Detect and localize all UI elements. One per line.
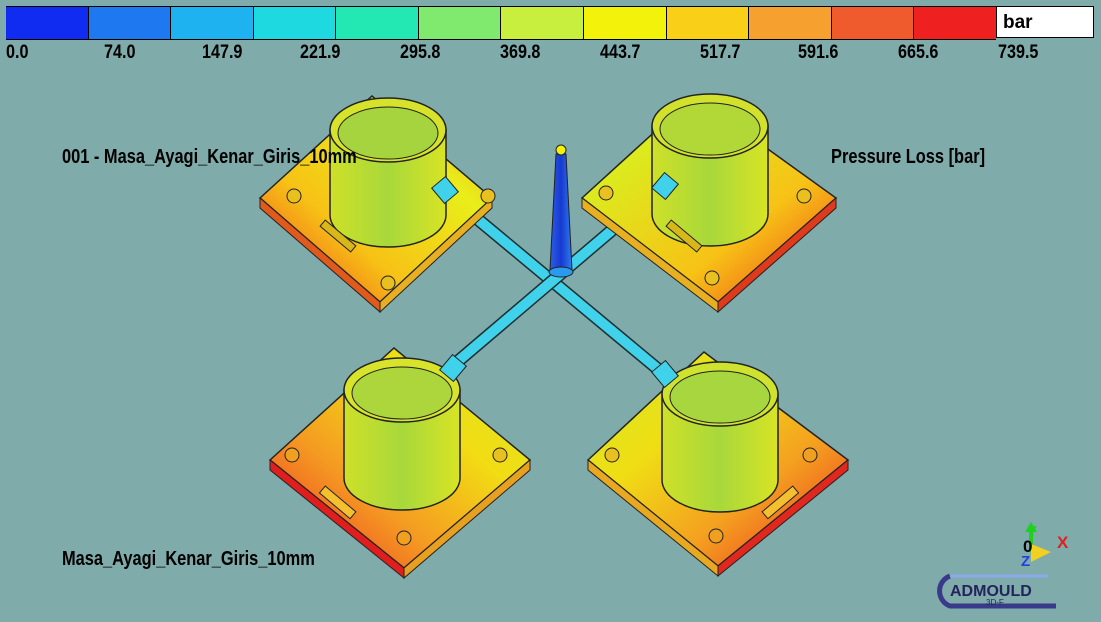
color-scale-tick: 295.8 — [400, 42, 441, 63]
part-top-right — [580, 93, 838, 314]
color-scale-segment — [418, 7, 502, 39]
color-scale-tick: 665.6 — [898, 42, 939, 63]
color-scale-segment — [88, 7, 172, 39]
admould-logo: ADMOULD 3D-F — [937, 573, 1056, 609]
axis-triad: Y X 0 Z — [1021, 522, 1069, 570]
color-scale-tick: 221.9 — [300, 42, 341, 63]
color-scale-segment — [171, 7, 254, 39]
part-bottom-right — [586, 351, 850, 578]
unit-label: bar — [1003, 12, 1033, 33]
color-scale-tick: 591.6 — [798, 42, 839, 63]
color-scale-segment — [253, 7, 337, 39]
color-scale-tick: 443.7 — [600, 42, 641, 63]
part-top-left — [258, 95, 496, 314]
color-scale-tick: 74.0 — [104, 42, 136, 63]
color-scale-segment — [831, 7, 915, 39]
color-scale-segment — [749, 7, 832, 39]
color-scale-segment — [6, 7, 89, 39]
color-scale-tick: 369.8 — [500, 42, 541, 63]
model-name-label: Masa_Ayagi_Kenar_Giris_10mm — [62, 548, 315, 570]
sprue — [548, 144, 574, 278]
color-scale-tick: 0.0 — [6, 42, 29, 63]
logo-subtext: 3D-F — [986, 598, 1004, 607]
color-scale-segment — [584, 7, 667, 39]
unit-box: bar — [996, 6, 1094, 38]
axis-z-label: Z — [1021, 553, 1030, 570]
color-scale-tick: 739.5 — [998, 42, 1039, 63]
color-scale-tick: 147.9 — [202, 42, 243, 63]
gates — [430, 171, 680, 389]
study-name-label: 001 - Masa_Ayagi_Kenar_Giris_10mm — [62, 146, 357, 168]
color-scale-segment — [914, 7, 996, 39]
part-bottom-left — [268, 347, 532, 580]
color-scale-segment — [501, 7, 585, 39]
color-scale-segment — [336, 7, 419, 39]
logo-text: ADMOULD — [950, 583, 1032, 600]
axis-y-label: Y — [1027, 523, 1037, 540]
color-scale-tick: 517.7 — [700, 42, 741, 63]
color-scale-ticks: 0.0 74.0 147.9 221.9 295.8 369.8 443.7 517.7 591… — [0, 42, 1101, 72]
color-scale-segment — [666, 7, 750, 39]
pressure-color-scale — [6, 6, 996, 40]
result-type-label: Pressure Loss [bar] — [831, 146, 986, 168]
axis-x-label: X — [1057, 533, 1069, 552]
axis-origin-label: 0 — [1023, 537, 1032, 556]
